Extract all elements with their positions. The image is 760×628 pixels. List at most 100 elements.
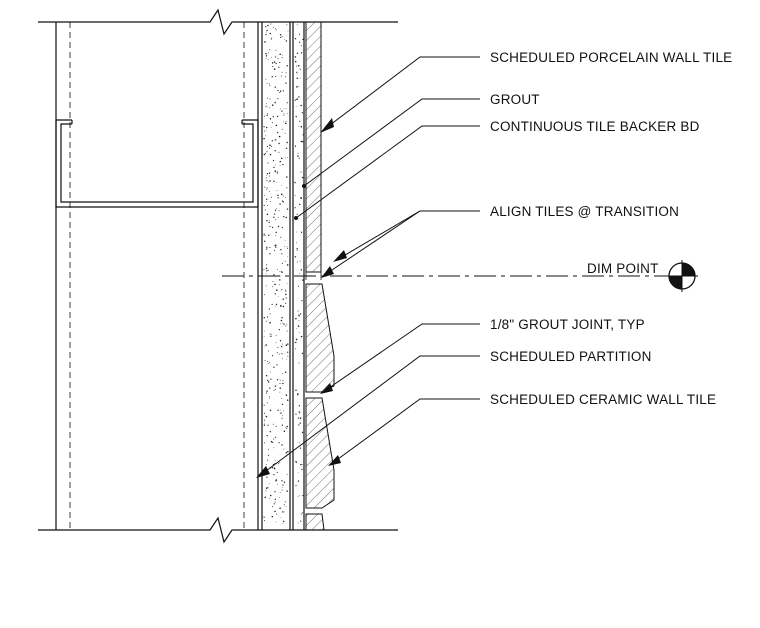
speckle [279,496,280,498]
speckle [273,249,276,252]
speckle [279,387,282,389]
speckle [281,57,283,59]
speckle [277,409,279,411]
speckle [277,197,279,199]
speckle [301,300,303,302]
speckle [280,319,283,322]
speckle [279,461,281,463]
speckle [298,64,300,67]
speckle [296,98,299,100]
speckle [283,511,285,513]
speckle [269,321,271,324]
speckle [267,234,270,236]
speckle [278,328,280,331]
speckle [275,342,277,344]
speckle [285,302,287,304]
bottom-break-line [38,516,398,544]
speckle [265,55,268,57]
speckle [282,201,284,203]
speckle [279,340,282,342]
speckle [276,352,278,354]
speckle [300,125,303,128]
speckle [271,76,273,78]
speckle [269,147,271,149]
speckle [296,249,298,251]
speckle [264,345,266,347]
speckle [279,165,281,166]
speckle [273,467,275,469]
speckle [268,221,270,224]
leader-grout [302,98,480,188]
callout-align-tiles: ALIGN TILES @ TRANSITION [490,204,679,219]
speckle [279,34,282,36]
speckle [275,124,278,127]
speckle [301,176,304,179]
speckle [267,162,269,164]
speckle [300,197,302,199]
speckle [298,33,301,35]
speckle [263,233,265,235]
speckle [281,128,283,130]
speckle [276,289,278,291]
speckle [267,52,269,54]
speckle [299,260,301,262]
speckle [266,114,268,116]
board-speckle-pattern [263,23,289,524]
speckle [264,130,266,132]
speckle [265,285,267,287]
speckle [275,55,277,57]
speckle [299,417,302,419]
speckle [285,147,288,150]
speckle [274,209,277,211]
speckle [272,66,274,68]
speckle [274,101,276,103]
speckle [275,479,278,481]
speckle [295,389,297,391]
speckle [271,122,273,124]
speckle [265,392,267,394]
speckle [299,422,301,424]
speckle [279,382,281,384]
speckle [271,355,274,357]
speckle [300,45,302,47]
speckle [284,371,287,373]
speckle [264,152,266,154]
speckle [301,112,304,114]
speckle [274,491,276,493]
speckle [279,284,281,286]
speckle [272,27,274,29]
speckle [263,137,265,140]
speckle [280,249,282,251]
speckle [263,204,265,206]
speckle [281,417,283,419]
speckle [275,244,277,246]
speckle [274,388,276,390]
speckle [282,487,283,488]
speckle [294,38,297,40]
callout-grout-joint: 1/8" GROUT JOINT, TYP [490,317,645,332]
speckle [285,216,288,219]
speckle [285,293,287,296]
speckle [269,220,270,221]
speckle [280,236,282,238]
speckle [298,471,299,473]
speckle [279,491,281,493]
speckle [286,330,288,332]
speckle [282,54,284,56]
speckle [273,166,275,169]
top-break-line [38,8,398,36]
speckle [269,409,272,412]
speckle [281,444,283,446]
speckle [265,201,267,203]
callout-grout: GROUT [490,92,540,107]
speckle [266,29,268,32]
speckle [286,65,289,67]
target-icon [666,260,698,292]
speckle [294,342,296,344]
speckle [264,186,266,188]
speckle [275,139,277,141]
speckle [269,180,271,182]
speckle [298,218,299,220]
speckle [282,380,284,382]
speckle [302,134,304,136]
